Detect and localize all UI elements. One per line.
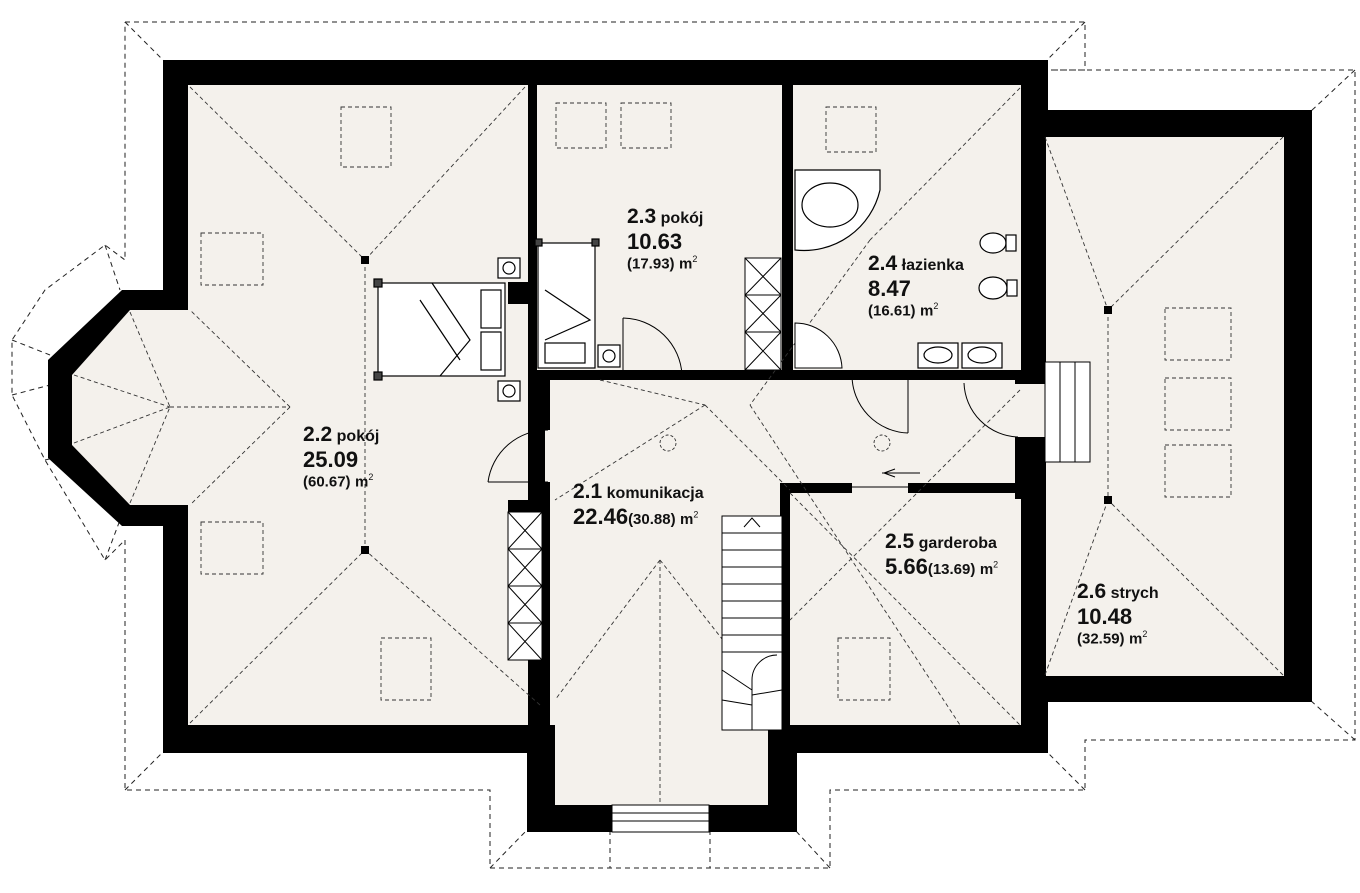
room-name: łazienka — [901, 257, 964, 274]
room-unit-sup: 2 — [368, 472, 374, 483]
interior-walls — [508, 80, 1045, 732]
room-unit-sup: 2 — [693, 509, 699, 520]
room-name: komunikacja — [606, 485, 704, 502]
room-unit-sup: 2 — [993, 559, 999, 570]
shower-icon — [794, 322, 843, 369]
room-unit: m — [354, 473, 369, 491]
room-label-room-2-2: 2.2 pokój 25.09 (60.67) m2 — [303, 423, 379, 492]
room-number: 2.3 — [627, 205, 657, 228]
room-area: 25.09 — [303, 447, 359, 473]
room-number: 2.1 — [573, 480, 603, 503]
entrance-steps-icon — [611, 804, 710, 833]
room-area: 10.48 — [1077, 604, 1133, 630]
room-total-area: (30.88) — [628, 511, 676, 529]
bidet-icon — [978, 276, 1018, 300]
room-label-wardrobe: 2.5 garderoba 5.66(13.69) m2 — [885, 530, 998, 580]
room-area: 10.63 — [627, 229, 683, 255]
staircase-icon — [721, 515, 783, 731]
room-unit-sup: 2 — [933, 301, 939, 312]
wardrobe-icon — [507, 257, 782, 661]
room-number: 2.4 — [868, 252, 898, 275]
room-name: strych — [1110, 585, 1159, 602]
room-unit: m — [680, 511, 694, 529]
room-total-area: (13.69) — [927, 561, 976, 579]
room-unit: m — [678, 255, 693, 273]
room-label-bathroom: 2.4 łazienka 8.47 (16.61) m2 — [868, 252, 964, 321]
room-unit-sup: 2 — [692, 254, 698, 265]
room-total-area: (60.67) — [303, 473, 351, 491]
room-label-attic: 2.6 strych 10.48 (32.59) m2 — [1077, 580, 1159, 649]
room-name: pokój — [660, 210, 704, 227]
room-number: 2.5 — [885, 530, 915, 553]
doors — [487, 317, 1019, 488]
washbasin-icon — [917, 342, 1003, 369]
room-number: 2.2 — [303, 423, 333, 446]
room-name: garderoba — [918, 535, 997, 552]
room-unit: m — [919, 302, 934, 320]
room-total-area: (32.59) — [1077, 630, 1125, 648]
toilet-icon — [979, 232, 1017, 254]
single-bed-icon — [534, 238, 621, 369]
room-area: 8.47 — [868, 276, 911, 302]
roof-hip-lines — [73, 86, 1284, 805]
room-unit: m — [979, 561, 994, 579]
room-unit-sup: 2 — [1142, 629, 1148, 640]
room-label-communication: 2.1 komunikacja 22.46(30.88) m2 — [573, 480, 704, 530]
room-name: pokój — [336, 428, 380, 445]
double-bed-icon — [373, 257, 521, 402]
room-label-room-2-3: 2.3 pokój 10.63 (17.93) m2 — [627, 205, 703, 274]
room-total-area: (17.93) — [627, 255, 675, 273]
room-unit: m — [1128, 630, 1143, 648]
room-area: 5.66 — [885, 554, 928, 580]
bathtub-icon — [794, 169, 881, 252]
room-total-area: (16.61) — [868, 302, 916, 320]
roof-windows — [200, 102, 1232, 701]
attic-ladder-icon — [1044, 361, 1091, 463]
ridge-points — [361, 256, 1112, 554]
room-number: 2.6 — [1077, 580, 1107, 603]
room-area: 22.46 — [573, 504, 629, 530]
ceiling-lights — [659, 434, 891, 452]
roof-outline — [11, 21, 1356, 869]
